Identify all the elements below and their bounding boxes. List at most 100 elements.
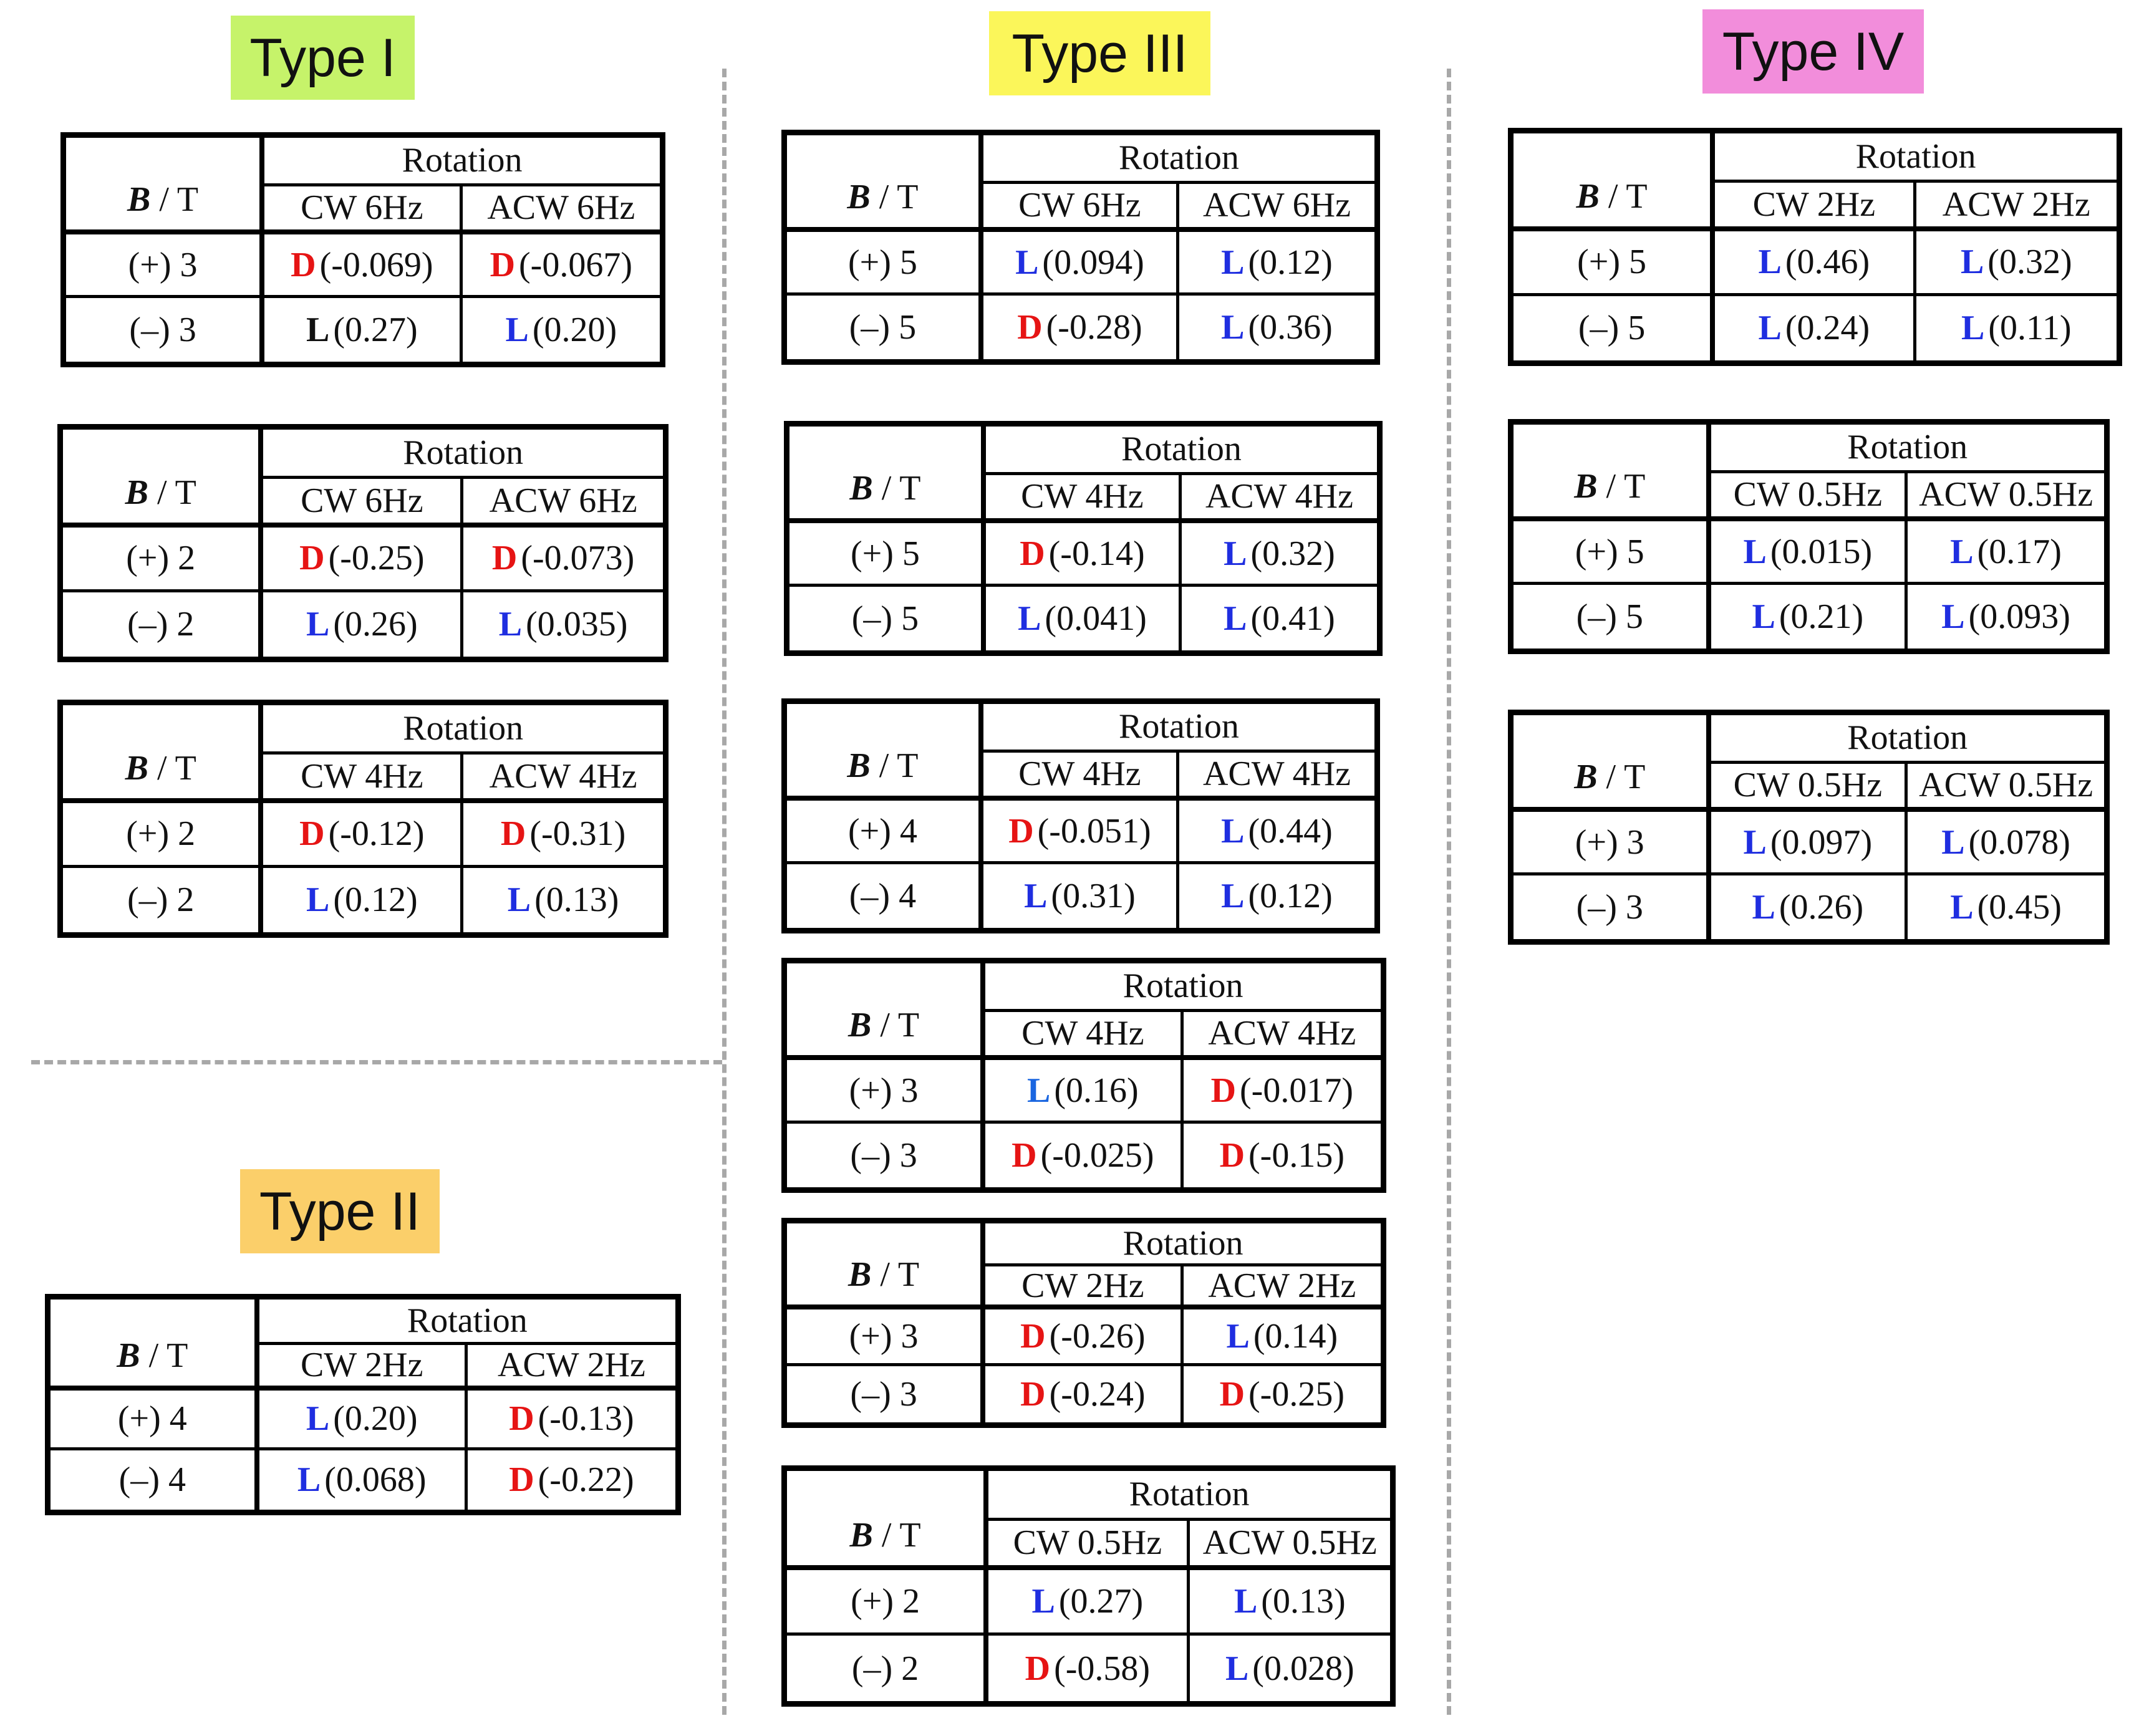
result-tag: D [1219,1374,1245,1414]
unit-label: / T [148,748,196,788]
column-header: ACW 2Hz [1180,1265,1381,1309]
b-symbol: B [1574,757,1598,796]
result-value: (-0.067) [519,245,632,284]
result-cell: D(-0.12) [259,798,464,868]
field-label: (–) 4 [51,1447,259,1510]
result-tag: L [1018,599,1041,639]
result-tag: L [1950,888,1974,927]
result-cell: L(0.46) [1711,226,1916,296]
result-tag: L [1221,877,1245,916]
field-label: (–) 5 [787,292,983,359]
result-value: (0.36) [1248,308,1333,347]
result-value: (0.41) [1250,599,1335,639]
field-label: (+) 4 [51,1385,259,1450]
result-tag: D [1020,534,1045,573]
corner-header: B / T [1514,715,1711,811]
result-value: (0.093) [1968,597,2070,637]
result-value: (0.26) [333,605,418,644]
column-header: ACW 6Hz [460,477,663,527]
result-value: (0.078) [1968,822,2070,862]
result-tag: D [299,814,325,854]
b-symbol: B [848,1005,872,1044]
field-label: (+) 2 [787,1565,989,1636]
field-label: (+) 3 [66,229,265,299]
column-header: ACW 0.5Hz [1905,762,2104,811]
field-label: (–) 4 [787,861,983,928]
b-symbol: B [1574,466,1598,506]
corner-header: B / T [789,427,986,523]
result-tag: L [306,1399,330,1439]
result-value: (-0.25) [328,539,425,578]
rotation-header: Rotation [981,1223,1381,1267]
result-value: (-0.069) [319,245,433,284]
b-symbol: B [849,468,873,508]
field-label: (–) 3 [1514,872,1711,939]
field-label: (–) 2 [787,1632,989,1701]
column-header: CW 4Hz [980,751,1179,800]
result-value: (-0.14) [1048,534,1145,573]
b-symbol: B [117,1336,140,1375]
field-label: (–) 3 [66,295,265,362]
column-header: CW 6Hz [980,182,1179,231]
type-3-title: Type III [989,11,1210,95]
field-label: (+) 3 [787,1304,986,1366]
corner-header: B / T [63,430,264,527]
result-cell: D(-0.28) [979,292,1179,359]
result-value: (-0.31) [529,814,626,854]
result-cell: L(0.015) [1706,516,1908,586]
field-label: (–) 3 [787,1362,986,1422]
result-tag: L [1221,308,1245,347]
b-symbol: B [1576,176,1600,216]
result-cell: L(0.068) [255,1447,468,1510]
result-value: (0.44) [1248,811,1333,851]
result-tag: D [1020,1374,1046,1414]
result-value: (0.27) [1058,1582,1144,1621]
result-tag: L [1752,597,1775,637]
column-header: CW 6Hz [262,185,463,234]
b-symbol: B [847,177,871,216]
unit-label: / T [870,746,919,785]
result-value: (0.13) [1261,1582,1346,1621]
field-label: (+) 4 [787,795,983,865]
corner-header: B / T [787,704,983,800]
result-tag: L [1224,534,1247,573]
column-header: ACW 0.5Hz [1905,471,2104,521]
result-tag: L [1225,1649,1249,1688]
field-label: (+) 5 [1514,516,1711,586]
result-cell: L(0.36) [1176,292,1374,359]
result-tag: D [291,245,316,284]
result-tag: D [509,1399,534,1439]
result-tag: L [1960,243,1984,282]
result-value: (0.094) [1042,243,1144,282]
corner-header: B / T [787,963,986,1059]
result-value: (0.17) [1977,532,2062,571]
corner-header: B / T [787,135,983,231]
column-header: CW 6Hz [261,477,464,527]
result-cell: L(0.093) [1905,582,2104,649]
result-cell: L(0.11) [1913,292,2117,360]
result-value: (-0.12) [328,814,425,854]
rotation-header: Rotation [979,704,1374,753]
result-cell: L(0.21) [1706,582,1908,649]
field-label: (–) 5 [789,584,986,650]
field-label: (+) 5 [789,518,986,587]
result-cell: L(0.26) [259,589,464,657]
b-symbol: B [848,1255,872,1294]
result-cell: L(0.13) [460,864,663,932]
result-value: (-0.017) [1240,1071,1353,1110]
result-value: (0.32) [1987,243,2072,282]
result-value: (-0.25) [1248,1374,1345,1414]
column-header: ACW 4Hz [1178,473,1377,523]
result-cell: L(0.078) [1905,806,2104,876]
corner-header: B / T [787,1471,989,1570]
result-value: (0.041) [1045,599,1147,639]
unit-label: / T [1597,466,1646,506]
result-value: (0.27) [333,311,418,350]
rotation-header: Rotation [981,963,1381,1012]
result-tag: D [509,1460,534,1500]
